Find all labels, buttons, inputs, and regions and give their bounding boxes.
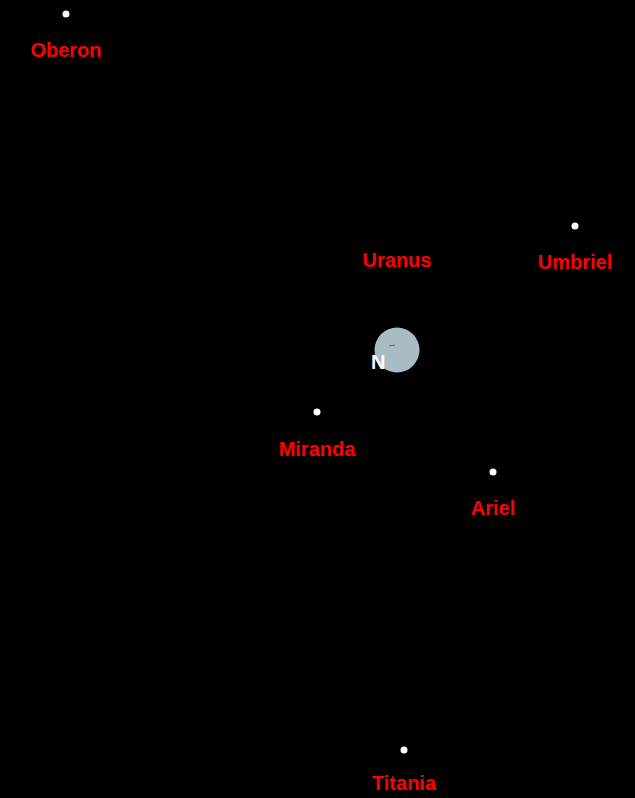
planet-disc: N: [374, 327, 420, 373]
moon-name: Ariel: [471, 496, 515, 520]
moon-dot: [572, 223, 579, 230]
moon-dot: [490, 469, 497, 476]
moon-name: Umbriel: [538, 250, 612, 274]
moon-dot: [401, 747, 408, 754]
surface-mark: [389, 345, 395, 346]
north-marker: N: [371, 351, 385, 373]
moon-name: Titania: [372, 771, 436, 795]
moon-dot: [314, 409, 321, 416]
moon-name: Miranda: [279, 437, 356, 461]
moon-name: Oberon: [30, 38, 101, 62]
moon-name: Uranus: [363, 248, 432, 272]
moon-dot: [63, 11, 70, 18]
